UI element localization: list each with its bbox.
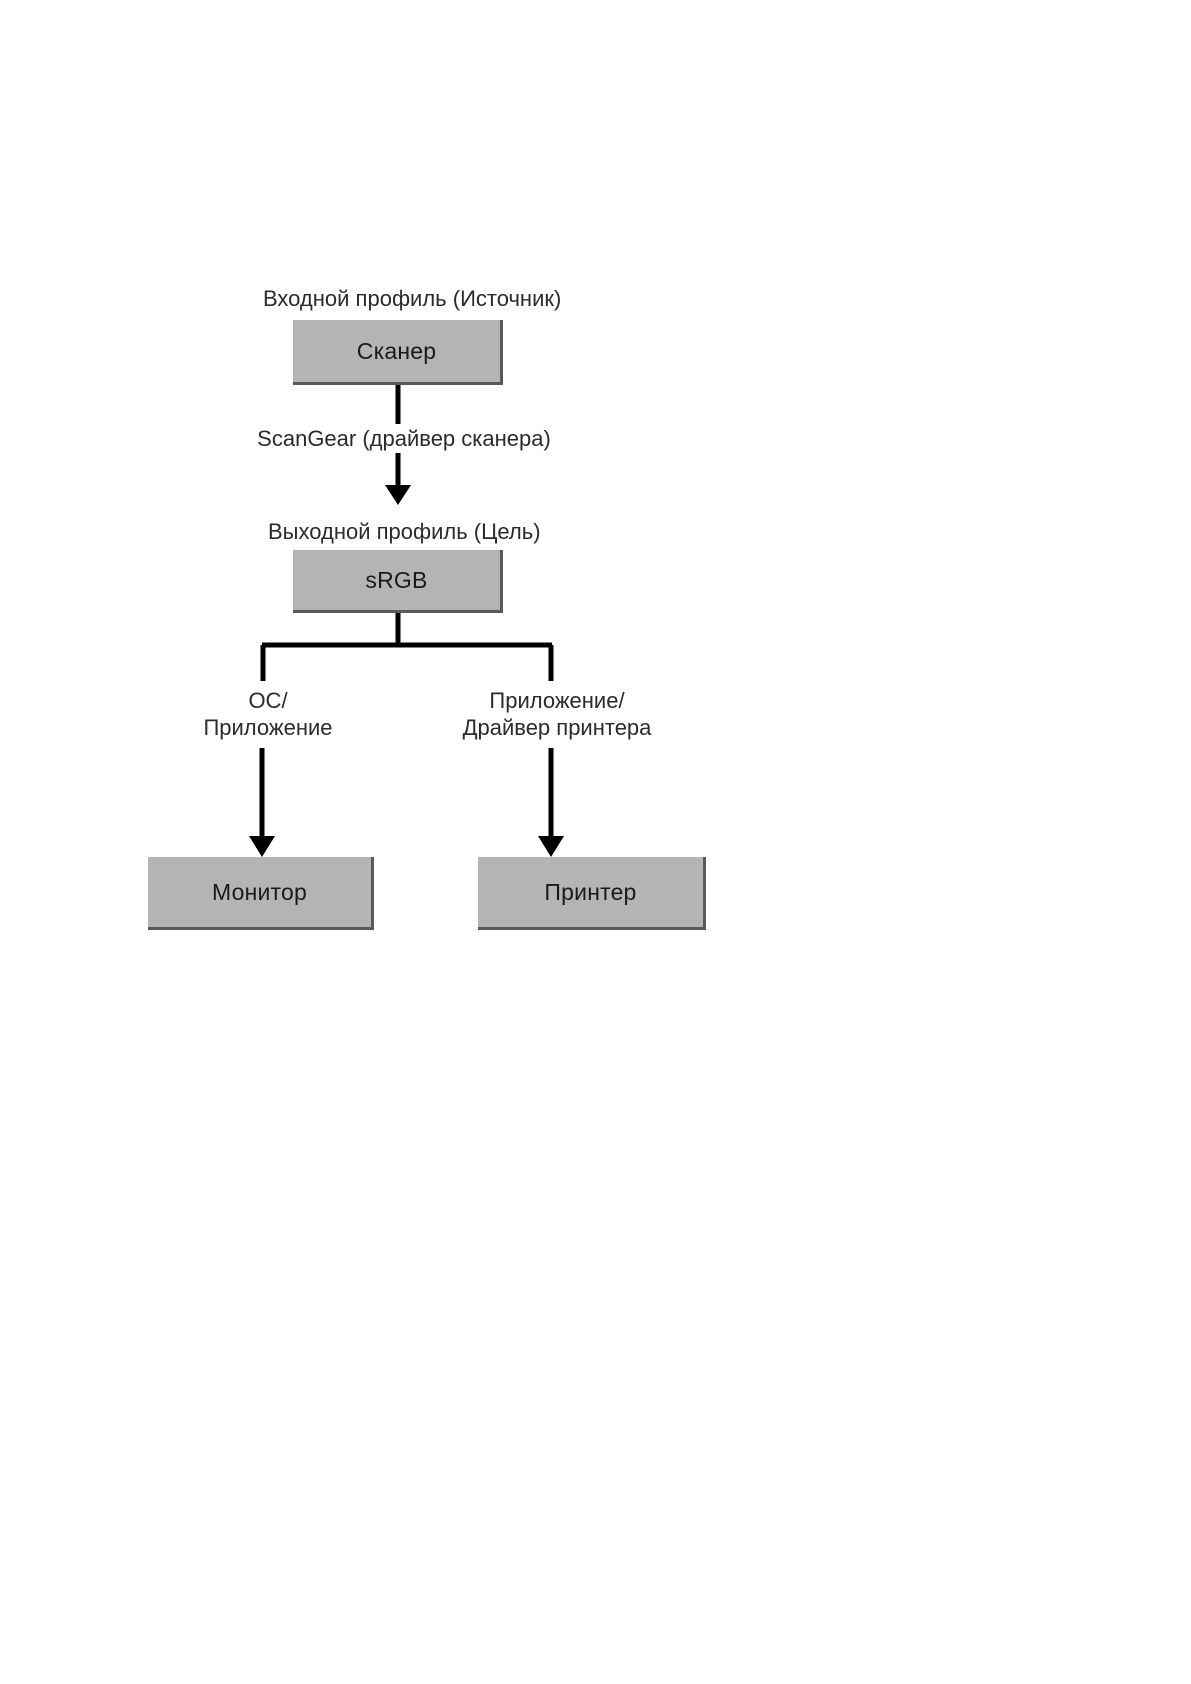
arrowhead-down-printer	[538, 836, 564, 857]
node-monitor[interactable]: Монитор	[148, 857, 374, 930]
node-printer[interactable]: Принтер	[478, 857, 706, 930]
edge-label-application-printer-driver-line1: Приложение/	[489, 688, 625, 713]
arrowhead-down-monitor	[249, 836, 275, 857]
edge-label-application-printer-driver-line2: Драйвер принтера	[462, 715, 652, 740]
caption-input-profile: Входной профиль (Источник)	[263, 286, 562, 311]
arrowhead-down-srgb	[385, 485, 411, 505]
edge-label-os-application-line1: ОС/	[248, 688, 288, 713]
edge-label-scangear: ScanGear (драйвер сканера)	[243, 425, 565, 453]
edge-label-os-application: ОС/ Приложение	[152, 687, 384, 741]
caption-output-profile: Выходной профиль (Цель)	[268, 519, 541, 544]
node-scanner[interactable]: Сканер	[293, 320, 503, 385]
edge-label-application-printer-driver: Приложение/ Драйвер принтера	[431, 687, 683, 741]
node-srgb[interactable]: sRGB	[293, 550, 503, 613]
edge-label-os-application-line2: Приложение	[203, 715, 333, 740]
